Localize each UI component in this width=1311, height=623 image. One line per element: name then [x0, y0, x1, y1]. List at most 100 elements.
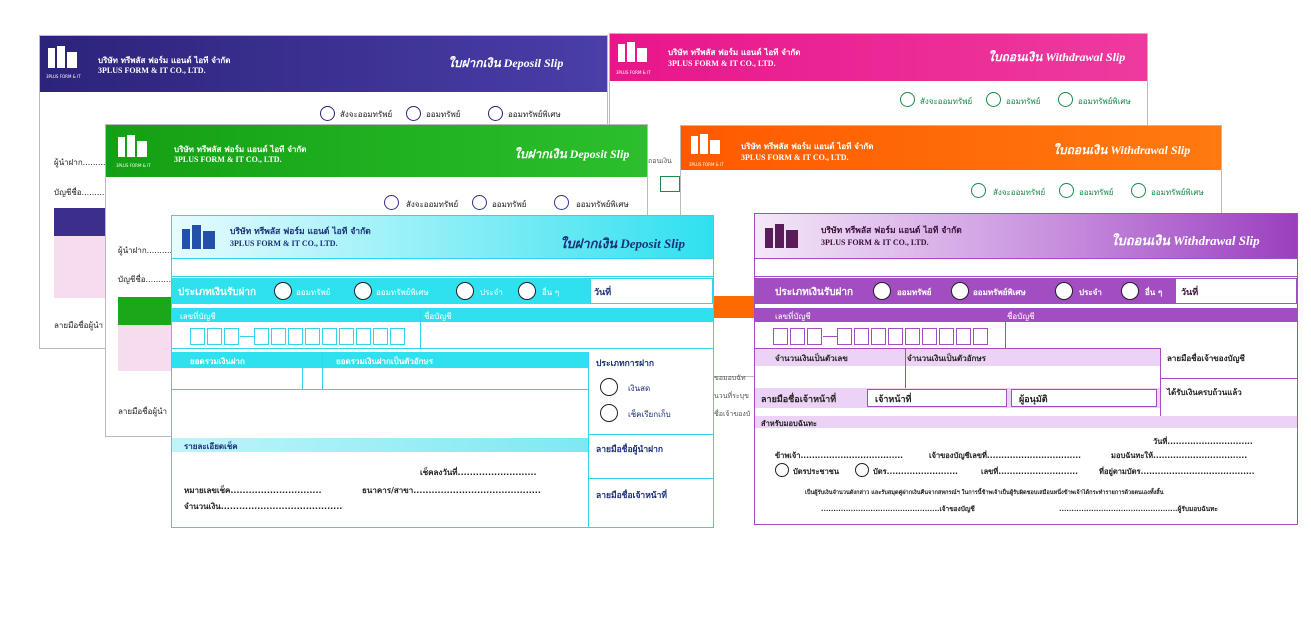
account-digit[interactable] — [390, 328, 405, 345]
approver-label: ผู้อนุมัติ — [1019, 395, 1048, 405]
account-digit[interactable] — [305, 328, 320, 345]
account-digit[interactable] — [373, 328, 388, 345]
officer-sig-label: ลายมือชื่อเจ้าหน้าที่ — [596, 491, 667, 501]
radio-savings-fund[interactable] — [320, 106, 335, 121]
owner-sign-field[interactable]: ........................................… — [821, 505, 975, 513]
option-label: อื่น ๆ — [542, 288, 560, 297]
proxy-label: สำหรับมอบฉันทะ — [761, 419, 817, 428]
cash-label: เงินสด — [628, 384, 651, 393]
company-name-en: 3PLUS FORM & IT CO., LTD. — [668, 59, 776, 68]
account-digit[interactable] — [973, 328, 988, 345]
company-logo: 3PLUS FORM & IT — [116, 133, 151, 168]
card-no-field[interactable]: เลขที่............................ — [981, 467, 1079, 476]
account-digit[interactable] — [854, 328, 869, 345]
account-digit[interactable] — [922, 328, 937, 345]
radio-other[interactable] — [1121, 282, 1139, 300]
radio-savings[interactable] — [1059, 183, 1074, 198]
deposit-type-label: ประเภทเงินรับฝาก — [178, 287, 257, 298]
slip-title: ใบฝากเงิน Deposit Slip — [560, 236, 685, 251]
company-logo — [180, 221, 218, 249]
radio-fixed[interactable] — [1055, 282, 1073, 300]
option-label: ออมทรัพย์ — [426, 110, 461, 119]
account-name-label: ชื่อบัญชี — [1007, 312, 1035, 321]
radio-savings[interactable] — [274, 282, 292, 300]
company-logo: 3PLUS FORM & IT — [689, 132, 724, 167]
radio-cash[interactable] — [600, 378, 618, 396]
option-label: สังจะออมทรัพย์ — [340, 110, 393, 119]
cheque-no-field[interactable]: หมายเลขเช็ค.............................… — [184, 486, 322, 495]
radio-special-savings[interactable] — [488, 106, 503, 121]
cheque-detail-row — [172, 438, 588, 452]
total-label: ยอดรวมเงินฝาก — [190, 357, 245, 366]
radio-special-savings[interactable] — [554, 195, 569, 210]
account-no-label: เลขที่บัญชี — [775, 312, 811, 321]
account-digit[interactable] — [254, 328, 269, 345]
proxy-to-field[interactable]: มอบฉันทะให้.............................… — [1111, 451, 1248, 460]
date-field[interactable] — [1175, 278, 1297, 304]
radio-savings-fund[interactable] — [971, 183, 986, 198]
account-digit[interactable] — [790, 328, 805, 345]
shaded-area — [54, 236, 114, 298]
company-name-en: 3PLUS FORM & IT CO., LTD. — [174, 155, 282, 164]
account-digit[interactable] — [773, 328, 788, 345]
radio-savings-fund[interactable] — [384, 195, 399, 210]
account-digit[interactable] — [956, 328, 971, 345]
radio-savings[interactable] — [873, 282, 891, 300]
other-card-field[interactable]: บัตร......................... — [873, 467, 958, 476]
account-digit[interactable] — [224, 328, 239, 345]
radio-savings-fund[interactable] — [900, 92, 915, 107]
radio-id-card[interactable] — [775, 463, 789, 477]
account-digit[interactable] — [356, 328, 371, 345]
radio-special-savings[interactable] — [951, 282, 969, 300]
account-digit[interactable] — [837, 328, 852, 345]
account-digit[interactable] — [905, 328, 920, 345]
proxy-account-field[interactable]: เจ้าของบัญชีเลขที่......................… — [929, 451, 1081, 460]
amount-field[interactable]: จำนวนเงิน...............................… — [184, 502, 343, 511]
card-address-field[interactable]: ที่อยู่ตามบัตร..........................… — [1099, 467, 1255, 476]
radio-savings[interactable] — [406, 106, 421, 121]
account-digit[interactable] — [322, 328, 337, 345]
total-input[interactable] — [172, 368, 588, 390]
radio-savings[interactable] — [472, 195, 487, 210]
officer-field[interactable] — [867, 389, 1007, 407]
proxy-statement: เป็นผู้รับเงินจำนวนดังกล่าว และรับสมุดคู… — [805, 490, 1164, 496]
radio-special-savings[interactable] — [1058, 92, 1073, 107]
depositor-sig-label: ลายมือชื่อผู้นำฝาก — [596, 445, 664, 455]
radio-special-savings[interactable] — [354, 282, 372, 300]
txn-type-label: ประเภทการฝาก — [596, 359, 655, 369]
account-digit[interactable] — [190, 328, 205, 345]
account-digit[interactable] — [871, 328, 886, 345]
approver-field[interactable] — [1011, 389, 1157, 407]
date-label: วันที่ — [594, 288, 612, 298]
cheque-date-field[interactable]: เช็คลงวันที่.......................... — [420, 468, 537, 477]
amount-num-label: จำนวนเงินเป็นตัวเลข — [775, 354, 848, 363]
slip-header: บริษัท ทรีพลัส ฟอร์ม แอนด์ ไอที จำกัด 3P… — [755, 214, 1297, 258]
account-digit[interactable] — [271, 328, 286, 345]
radio-cheque[interactable] — [600, 404, 618, 422]
account-header-row — [172, 308, 713, 322]
company-name-en: 3PLUS FORM & IT CO., LTD. — [741, 153, 849, 162]
receiver-sign-field[interactable]: ........................................… — [1059, 505, 1218, 513]
company-logo: 3PLUS FORM & IT — [46, 44, 81, 79]
radio-savings[interactable] — [986, 92, 1001, 107]
account-digit[interactable] — [807, 328, 822, 345]
account-name-label: บัญชีชื่อ............. — [118, 275, 179, 284]
radio-fixed[interactable] — [456, 282, 474, 300]
withdrawal-slip-violet: บริษัท ทรีพลัส ฟอร์ม แอนด์ ไอที จำกัด 3P… — [754, 213, 1298, 525]
account-digit[interactable] — [288, 328, 303, 345]
account-digit[interactable] — [339, 328, 354, 345]
option-label: ออมทรัพย์ — [897, 288, 932, 297]
account-digit[interactable] — [939, 328, 954, 345]
slip-header: บริษัท ทรีพลัส ฟอร์ม แอนด์ ไอที จำกัด 3P… — [172, 216, 713, 258]
date-field[interactable] — [590, 278, 713, 304]
account-digit[interactable] — [888, 328, 903, 345]
radio-other-card[interactable] — [855, 463, 869, 477]
peek-text: ขอมอบฉัท — [714, 374, 746, 382]
bank-field[interactable]: ธนาคาร/สาขา.............................… — [362, 486, 541, 495]
radio-special-savings[interactable] — [1131, 183, 1146, 198]
proxy-date-field[interactable]: วันที่.............................. — [1153, 437, 1253, 446]
radio-other[interactable] — [518, 282, 536, 300]
proxy-name-field[interactable]: ข้าพเจ้า................................… — [775, 451, 904, 460]
account-digit[interactable] — [207, 328, 222, 345]
account-no-label: เลขที่บัญชี — [180, 312, 216, 321]
